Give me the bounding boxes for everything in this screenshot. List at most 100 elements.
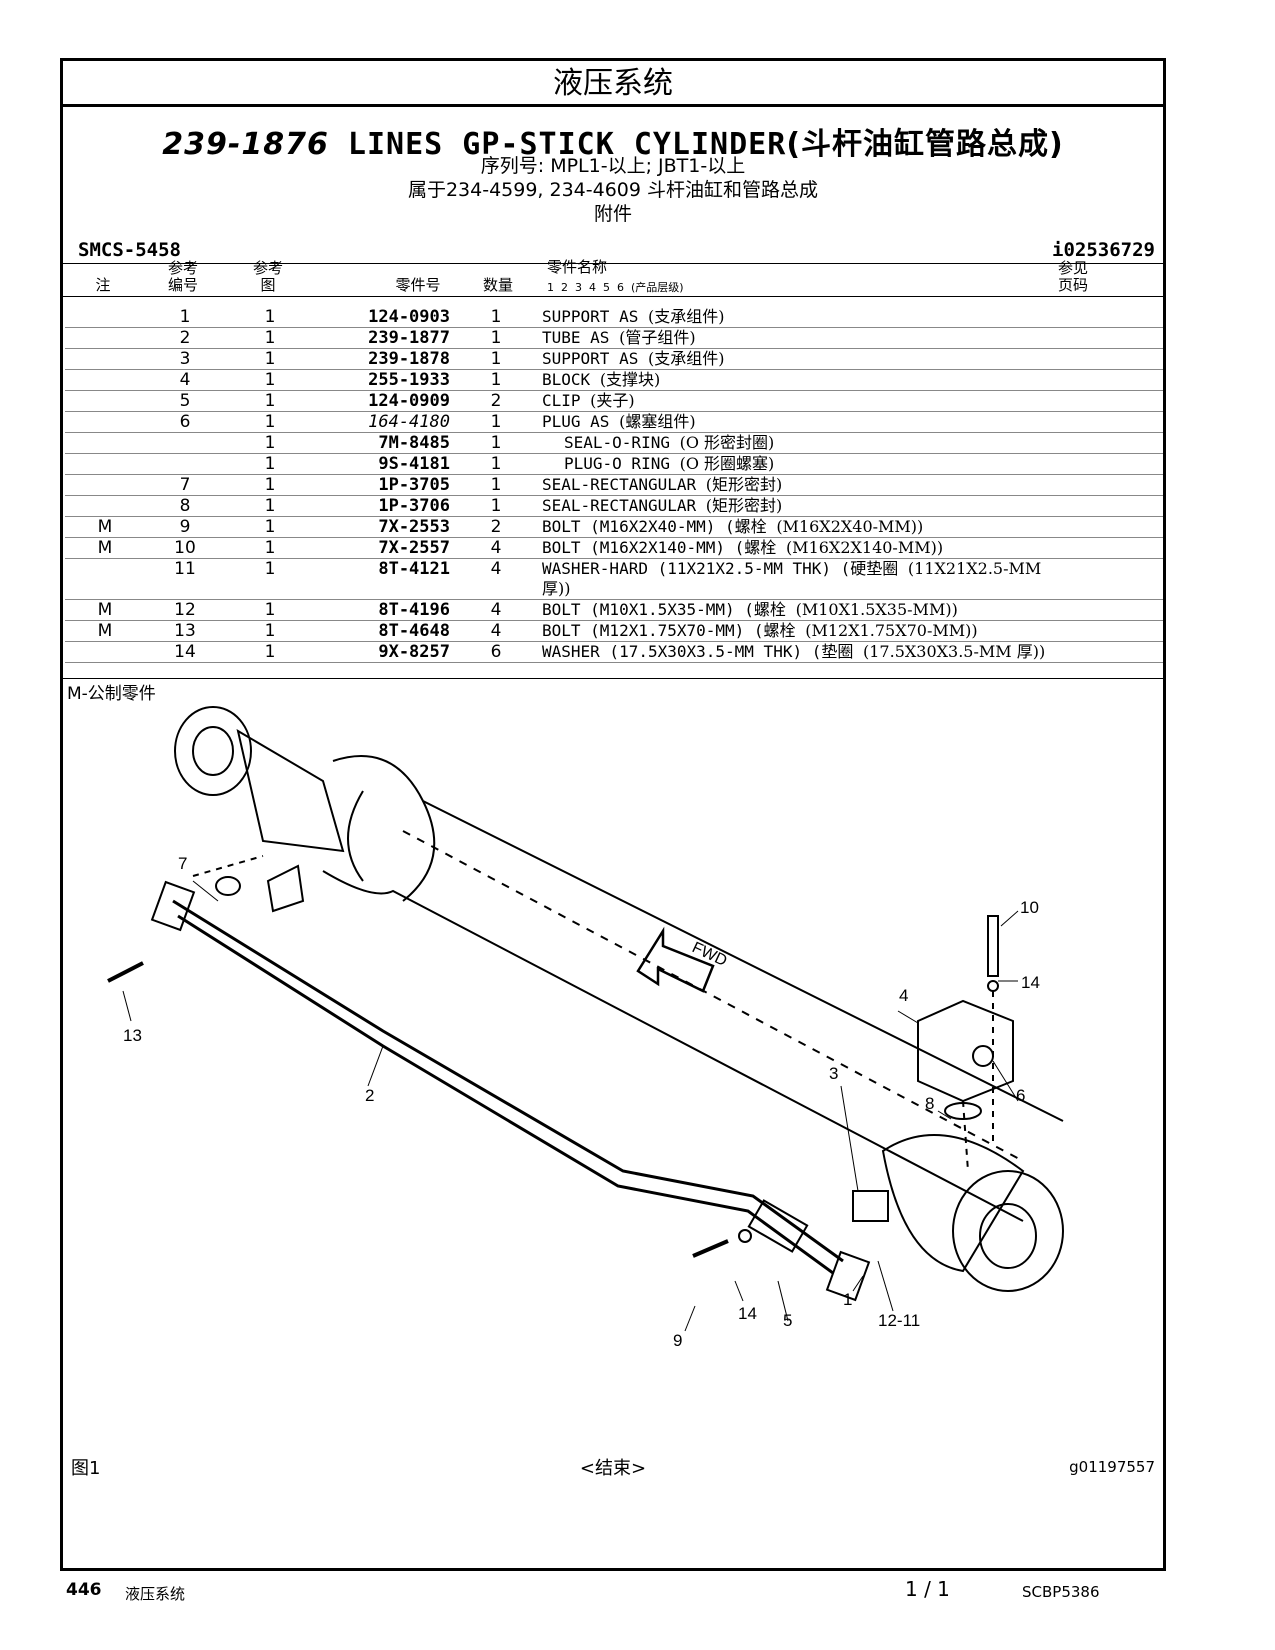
row-part-number: 8T-4121 [378,559,450,579]
row-part-name: TUBE AS (管子组件) [542,328,1064,349]
row-quantity: 1 [490,496,502,516]
row-fig: 1 [264,370,276,390]
row-fig: 1 [264,517,276,537]
row-part-number: 9X-8257 [378,642,450,662]
clip-part [747,1199,809,1253]
row-part-name-cn: (O 形圈螺塞) [679,454,775,473]
row-part-number: 7X-2557 [378,538,450,558]
row-part-number: 239-1878 [368,349,450,369]
row-quantity: 1 [490,433,502,453]
row-note [65,349,145,370]
footer-section: 液压系统 [125,1585,186,1603]
callout-14-lower: 14 [738,1304,757,1323]
row-see-page [1064,475,1163,496]
row-quantity: 4 [490,559,502,579]
row-part-name-cn: (矩形密封) [705,475,783,494]
row-ref-no: 2 [179,328,191,348]
callout-2: 2 [365,1086,374,1105]
callout-14-upper: 14 [1021,973,1040,992]
row-part-name-cn: (11X21X2.5-MM 厚)) [542,559,1042,598]
row-fig: 1 [264,307,276,327]
row-note [65,328,145,349]
document-title: 239-1876 LINES GP-STICK CYLINDER(斗杆油缸管路总… [63,119,1163,163]
row-fig: 1 [264,433,276,453]
support-part [881,1134,1025,1273]
table-bottom-rule [63,678,1163,679]
row-part-name-en: BOLT (M12X1.75X70-MM) (螺栓 [542,621,796,640]
header-top-rule [63,263,1163,264]
row-ref-no: 10 [174,538,196,558]
row-note [65,370,145,391]
row-part-number: 9S-4181 [378,454,450,474]
row-note [65,475,145,496]
row-part-name: WASHER-HARD (11X21X2.5-MM THK) (硬垫圈 (11X… [542,559,1064,600]
row-part-name-en: WASHER (17.5X30X3.5-MM THK) (垫圈 [542,642,854,661]
row-quantity: 2 [490,391,502,411]
row-fig: 1 [264,642,276,662]
row-part-name-en: SUPPORT AS [542,349,639,368]
row-part-name-cn: (管子组件) [619,328,696,347]
row-see-page [1064,517,1163,538]
row-part-number: 1P-3706 [378,496,450,516]
serial-line: 序列号: MPL1-以上; JBT1-以上 [480,155,746,177]
row-part-name: WASHER (17.5X30X3.5-MM THK) (垫圈 (17.5X30… [542,642,1064,663]
figure-label: 图1 [71,1458,101,1479]
row-see-page [1064,412,1163,433]
title-name-cn: (斗杆油缸管路总成) [786,127,1064,162]
row-part-name-en: WASHER-HARD (11X21X2.5-MM THK) (硬垫圈 [542,559,899,578]
block-part [917,999,1014,1103]
row-quantity: 4 [490,538,502,558]
callout-6: 6 [1016,1086,1025,1105]
row-part-number: 1P-3705 [378,475,450,495]
row-ref-no: 8 [179,496,191,516]
row-ref-no: 4 [179,370,191,390]
row-note [65,496,145,517]
row-ref-no: 9 [179,517,191,537]
row-part-name-en: BOLT (M16X2X140-MM) (螺栓 [542,538,777,557]
row-fig: 1 [264,538,276,558]
title-part-number: 239-1876 [162,127,329,162]
row-part-name: SEAL-RECTANGULAR (矩形密封) [542,475,1064,496]
row-part-name-en: BLOCK [542,370,591,389]
row-note [65,391,145,412]
port-flange [266,864,305,913]
header-part-name: 零件名称 [547,258,608,276]
footer-page-number: 446 [66,1580,102,1600]
metric-note: M-公制零件 [67,684,156,704]
row-part-name: BOLT (M16X2X40-MM) (螺栓 (M16X2X40-MM)) [542,517,1064,538]
bolt-part [987,915,999,977]
row-part-name-cn: (支承组件) [647,307,725,326]
row-part-name-en: PLUG-O RING [564,454,670,473]
belongs-line: 属于234-4599, 234-4609 斗杆油缸和管路总成 [407,179,819,201]
row-part-name: SUPPORT AS (支承组件) [542,349,1064,370]
row-ref-no: 11 [174,559,196,579]
row-ref-no: 5 [179,391,191,411]
footer-doc-number: SCBP5386 [1022,1583,1100,1601]
row-quantity: 4 [490,621,502,641]
row-part-name-cn: (夹子) [590,391,635,410]
callout-3: 3 [829,1064,838,1083]
row-part-name: CLIP (夹子) [542,391,1064,412]
row-part-name-en: TUBE AS [542,328,610,347]
header-qty: 数量 [482,276,513,294]
row-part-name: BOLT (M12X1.75X70-MM) (螺栓 (M12X1.75X70-M… [542,621,1064,642]
page-frame: 液压系统 239-1876 LINES GP-STICK CYLINDER(斗杆… [60,58,1166,1571]
header-ref-no: 参考 编号 [167,259,198,294]
row-part-name-cn: (螺塞组件) [619,412,696,431]
row-ref-no: 6 [179,412,191,432]
tube-line [172,899,844,1263]
row-part-name-en: SEAL-RECTANGULAR [542,496,697,515]
row-part-name-en: CLIP [542,391,581,410]
row-part-name-cn: (支承组件) [647,349,725,368]
row-note: M [97,538,113,558]
support-bracket [852,1190,889,1222]
row-see-page [1064,496,1163,517]
cylinder-head-eye [952,1170,1064,1292]
